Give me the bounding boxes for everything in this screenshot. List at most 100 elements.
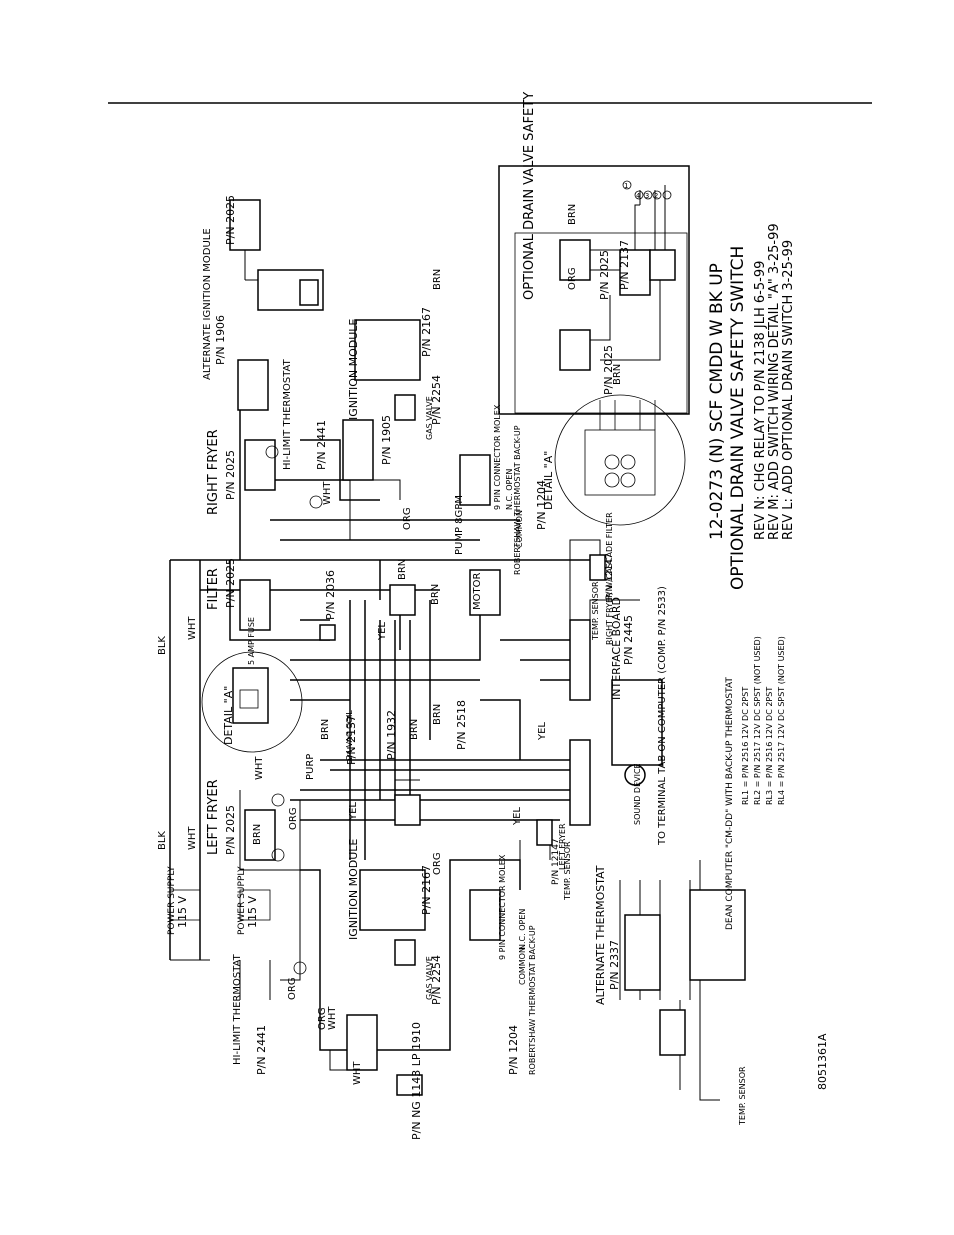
- rev-n: REV N: CHG RELAY TO P/N 2138 JLH 6-5-99: [753, 261, 768, 540]
- pn-1906: P/N 1906: [214, 315, 227, 365]
- optional-drain-label: OPTIONAL DRAIN VALVE SAFETY: [522, 92, 537, 300]
- svg-text:BRN: BRN: [432, 269, 443, 290]
- alt-thermostat-label: ALTERNATE THERMOSTAT: [594, 865, 607, 1005]
- common-right: COMMON: [515, 510, 524, 548]
- svg-text:WHT: WHT: [254, 756, 265, 780]
- rev-m: REV M: ADD SWITCH WIRING DETAIL "A" 3-25…: [767, 223, 782, 540]
- relay-rl2: RL2 = P/N 2517 12V DC SPST (NOT USED): [753, 636, 762, 805]
- drain-terminal-numbers: 1 4 3 2: [624, 182, 658, 200]
- pn-2025-top: P/N 2025: [224, 195, 237, 245]
- svg-text:YEL: YEL: [348, 802, 359, 821]
- svg-text:YEL: YEL: [377, 622, 388, 641]
- svg-text:ORG: ORG: [432, 852, 443, 875]
- svg-text:ORG: ORG: [287, 977, 298, 1000]
- right-filter-label: RIGHT FRYER W/CASCADE FILTER: [605, 512, 614, 645]
- svg-text:BRN: BRN: [432, 704, 443, 725]
- pn-1204-left: P/N 1204: [507, 1025, 520, 1075]
- pn-1204-right: P/N 1204: [535, 480, 548, 530]
- alt-ignition-label: ALTERNATE IGNITION MODULE: [202, 228, 213, 380]
- wire-harness: [169, 200, 720, 1101]
- svg-text:WHT: WHT: [187, 616, 198, 640]
- svg-text:YEL: YEL: [512, 807, 523, 826]
- pn-2167-left: P/N 2167: [420, 865, 433, 915]
- left-fryer-title: LEFT FRYER: [206, 779, 221, 855]
- svg-text:PURP: PURP: [305, 754, 316, 780]
- right-fryer-title: RIGHT FRYER: [206, 429, 221, 515]
- fuse-label: 5 AMP FUSE: [247, 617, 256, 665]
- temp-sensor-left: TEMP. SENSOR: [563, 841, 572, 901]
- pn-2025-right: P/N 2025: [224, 450, 237, 500]
- pn-2441-left: P/N 2441: [255, 1025, 268, 1075]
- pn-1143: P/N NG 1143 LP 1910: [410, 1022, 423, 1140]
- pn-2441-right: P/N 2441: [315, 420, 328, 470]
- voltage-2: 115 V: [246, 896, 259, 928]
- temp-sensor-alt: TEMP. SENSOR: [738, 1066, 747, 1126]
- svg-text:WHT: WHT: [327, 1006, 338, 1030]
- pn-2254-left: P/N 2254: [430, 955, 443, 1005]
- interface-board-label: INTERFACE BOARD: [610, 597, 623, 700]
- svg-text:ORG: ORG: [317, 1007, 328, 1030]
- molex-right: 9 PIN CONNECTOR MOLEX: [493, 404, 502, 510]
- pn-2025-left: P/N 2025: [224, 805, 237, 855]
- detail-a-circle: [201, 651, 303, 753]
- svg-text:ORG: ORG: [402, 507, 413, 530]
- molex-left: 9 PIN CONNECTOR MOLEX: [498, 854, 507, 960]
- gas-valve-right: GAS VALVE: [425, 396, 434, 440]
- svg-text:3: 3: [645, 192, 649, 200]
- detail-a-back-circle: [554, 394, 686, 526]
- svg-text:WHT: WHT: [352, 1061, 363, 1085]
- nc-open-right: N.C. OPEN: [505, 469, 514, 510]
- power-supply-1: POWER SUPPLY: [167, 866, 177, 935]
- pn-2036: P/N 2036: [324, 570, 337, 620]
- title-line1: 12-0273 (N) SCF CMDD W BK UP: [707, 263, 727, 540]
- svg-text:BLK: BLK: [157, 831, 168, 850]
- svg-text:WHT: WHT: [187, 826, 198, 850]
- title-line2: OPTIONAL DRAIN VALVE SAFETY SWITCH: [728, 246, 748, 590]
- sound-device-label: SOUND DEVICE: [633, 763, 642, 825]
- motor-label: MOTOR: [472, 573, 483, 610]
- robertshaw-left: ROBERTSHAW THERMOSTAT BACK-UP: [528, 925, 537, 1075]
- robertshaw-right: ROBERTSHAW THERMOSTAT BACK-UP: [513, 425, 522, 575]
- svg-text:BRN: BRN: [567, 204, 578, 225]
- svg-text:BRN: BRN: [252, 824, 263, 845]
- common-left: COMMON: [518, 947, 527, 985]
- pn-2025-filter: P/N 2025: [224, 558, 237, 608]
- svg-text:BRN: BRN: [612, 364, 623, 385]
- relay-heading: DEAN COMPUTER "CM-DD" WITH BACK-UP THERM…: [725, 677, 735, 930]
- optional-drain-box: [498, 165, 690, 415]
- terminal-markers: [265, 445, 323, 975]
- svg-text:ORG: ORG: [567, 267, 578, 290]
- wire-color-labels: BLK WHT BLK WHT BRN ORG WHT BRN PURP YEL…: [157, 204, 623, 1085]
- pn-2337: P/N 2337: [608, 940, 621, 990]
- temp-sensor-right: TEMP. SENSOR: [591, 581, 600, 641]
- nc-open-left: N.C. OPEN: [518, 909, 527, 950]
- component-boxes: [169, 199, 746, 1096]
- pn-2137-drain: P/N 2137: [618, 240, 631, 290]
- svg-text:ORG: ORG: [288, 807, 299, 830]
- left-fryer-sensor-label: LEFT FRYER: [558, 823, 567, 870]
- svg-text:BLK: BLK: [157, 636, 168, 655]
- hi-limit-right: HI-LIMIT THERMOSTAT: [282, 358, 293, 470]
- svg-text:BRN: BRN: [409, 719, 420, 740]
- pn-2137: P/N 2137: [345, 715, 358, 765]
- svg-text:BRN: BRN: [320, 719, 331, 740]
- pn-12147-right: P/N 12147: [605, 553, 615, 600]
- ignition-module-left: IGNITION MODULE: [347, 839, 360, 940]
- relay-rl3: RL3 = P/N 2516 12V DC 2PST: [765, 687, 774, 805]
- relay-rl1: RL1 = P/N 2516 12V DC 2PST: [741, 687, 750, 805]
- rev-l: REV L: ADD OPTIONAL DRAIN SWITCH 3-25-99: [781, 240, 796, 540]
- hi-limit-left: HI-LIMIT THERMOSTAT: [232, 953, 243, 1065]
- pn-2254-right: P/N 2254: [430, 375, 443, 425]
- svg-text:4: 4: [636, 192, 640, 200]
- coil-label: 24 VAC COIL: [345, 710, 354, 760]
- power-supply-2: POWER SUPPLY: [237, 866, 247, 935]
- terminal-tab-note: TO TERMINAL TAB ON COMPUTER (COMP. P/N 2…: [657, 586, 668, 846]
- svg-text:1: 1: [624, 182, 628, 190]
- voltage-1: 115 V: [176, 896, 189, 928]
- gas-valve-left: GAS VALVE: [425, 956, 434, 1000]
- pn-2025-drain-2: P/N 2025: [602, 345, 615, 395]
- svg-text:BRN: BRN: [397, 559, 408, 580]
- svg-text:YEL: YEL: [537, 722, 548, 741]
- pn-12147-left: P/N 12147: [551, 838, 561, 885]
